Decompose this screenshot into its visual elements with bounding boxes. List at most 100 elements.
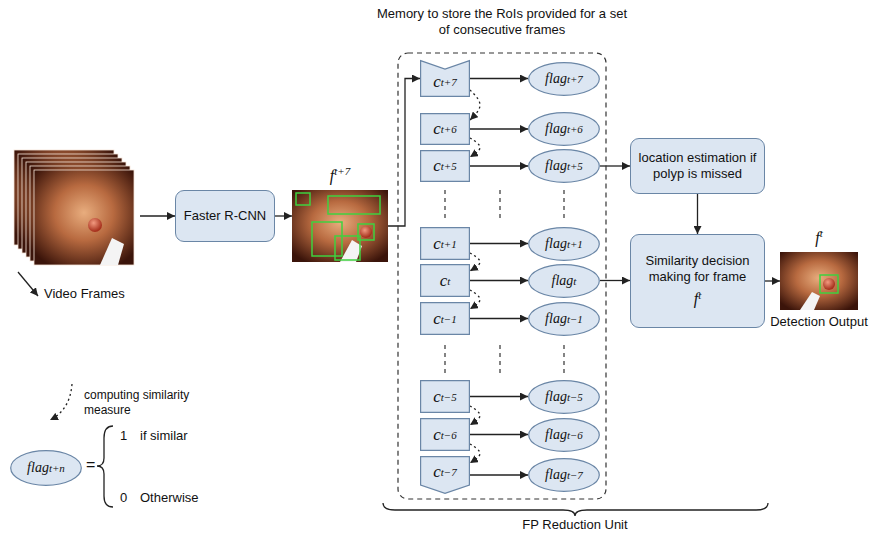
arrow-connector <box>697 194 698 234</box>
memory-region: Memory to store the RoIs provided for a … <box>397 52 607 500</box>
output-caption: Detection Output <box>770 314 868 329</box>
frame-image: ft+7 <box>292 190 388 262</box>
legend-text: computing similarity measure <box>84 388 194 418</box>
arrow-connector <box>470 243 528 244</box>
flag-symbol: flag <box>545 158 567 174</box>
flag-symbol: flag <box>27 460 49 476</box>
flag-label: flagt−5 <box>528 380 600 414</box>
arrow-connector <box>470 78 528 79</box>
flag-label: flagt <box>528 264 600 298</box>
box-text: Similarity decision making for frame <box>636 253 759 286</box>
roi-cell: ct−1 <box>420 302 470 335</box>
arrow-connector <box>140 215 175 216</box>
roi-symbol: c <box>433 309 441 329</box>
roi-index: t+1 <box>441 238 457 250</box>
definition-text: 1 <box>120 428 127 443</box>
flag-index: t+7 <box>567 73 583 85</box>
flag-symbol: flag <box>545 121 567 137</box>
flag-symbol: flag <box>545 236 567 252</box>
similarity-link <box>470 253 480 271</box>
roi-index: t+7 <box>441 76 457 88</box>
output-image: ftDetection Output <box>780 252 858 310</box>
arrow-connector <box>470 280 528 281</box>
arrow-connector <box>765 280 780 281</box>
flag-label: flagt+7 <box>528 62 600 96</box>
flag-symbol: flag <box>545 71 567 87</box>
cell-label: ct+6 <box>420 113 470 145</box>
node-label: Video Frames <box>44 286 125 301</box>
flag-index: t+1 <box>567 238 583 250</box>
arrow-connector <box>600 165 630 166</box>
roi-cell: ct−5 <box>420 380 470 413</box>
cell-label: ct+1 <box>420 227 470 260</box>
flag-ellipse: flagt+1 <box>528 227 600 261</box>
flag-symbol: flag <box>545 389 567 405</box>
roi-symbol: c <box>433 156 441 176</box>
flag-symbol: flag <box>545 311 567 327</box>
flag-index: t−6 <box>567 429 583 441</box>
frame-symbol: f <box>815 229 819 246</box>
region-heading: Memory to store the RoIs provided for a … <box>377 6 627 39</box>
roi-symbol: c <box>433 119 441 139</box>
video-frame-stack <box>14 150 134 265</box>
roi-index: t−5 <box>441 391 457 403</box>
cell-label: ct−5 <box>420 380 470 413</box>
frame-heading: ft+7 <box>330 165 350 185</box>
flag-index: t+n <box>49 462 65 474</box>
flag-symbol: flag <box>552 273 574 289</box>
legend-sample <box>50 384 72 420</box>
cell-label: ct+5 <box>420 150 470 182</box>
flag-label: flagt−1 <box>528 302 600 336</box>
similarity-link <box>470 406 480 425</box>
flag-label: flagt+6 <box>528 112 600 146</box>
roi-symbol: c <box>433 425 441 445</box>
cell-label: ct−6 <box>420 418 470 451</box>
curly-brace <box>97 426 113 507</box>
arrow-connector <box>470 318 528 319</box>
curly-brace <box>383 503 768 516</box>
process-box: Faster R-CNN <box>175 190 275 242</box>
roi-index: t−7 <box>441 466 457 478</box>
definition-text: 0 <box>120 490 127 505</box>
roi-index: t+6 <box>441 123 457 135</box>
arrow-connector <box>470 165 528 166</box>
unit-label: FP Reduction Unit <box>522 517 627 532</box>
arrow-connector <box>470 128 528 129</box>
roi-cell: ct+5 <box>420 150 470 182</box>
decision-box: Similarity decision making for frameft <box>630 234 765 328</box>
roi-index: t+5 <box>441 160 457 172</box>
frame-index: t+7 <box>334 165 350 177</box>
arrow-connector <box>275 215 292 216</box>
definition-text: if similar <box>140 428 188 443</box>
box-text: location estimation if polyp is missed <box>636 150 759 183</box>
cell-label: ct+7 <box>420 60 470 97</box>
roi-symbol: c <box>433 72 441 92</box>
cell-label: ct−7 <box>420 456 470 494</box>
output-picture <box>780 252 858 310</box>
roi-cell: ct−6 <box>420 418 470 451</box>
flag-label: flagt−7 <box>528 458 600 492</box>
flag-index: t−1 <box>567 313 583 325</box>
box-text: Faster R-CNN <box>184 208 266 224</box>
flag-ellipse: flagt+6 <box>528 112 600 146</box>
flag-index: t+6 <box>567 123 583 135</box>
frame-heading: ft <box>815 227 823 247</box>
flag-label: flagt+n <box>10 450 82 486</box>
flag-ellipse: flagt+7 <box>528 62 600 96</box>
arrow-connector <box>600 280 630 281</box>
frame-index: t <box>820 227 823 239</box>
roi-cell: ct <box>420 264 470 297</box>
roi-index: t <box>447 275 450 287</box>
arrow-connector <box>470 396 528 397</box>
frame-symbol: f <box>330 167 334 184</box>
process-box: location estimation if polyp is missed <box>630 138 765 194</box>
definition-text: Otherwise <box>140 490 199 505</box>
flag-symbol: flag <box>545 467 567 483</box>
cell-label: ct <box>420 264 470 297</box>
roi-cell: ct+1 <box>420 227 470 260</box>
similarity-link <box>470 444 480 463</box>
flag-label: flagt−6 <box>528 418 600 452</box>
similarity-link <box>470 90 480 120</box>
direction-arrow <box>18 272 38 296</box>
